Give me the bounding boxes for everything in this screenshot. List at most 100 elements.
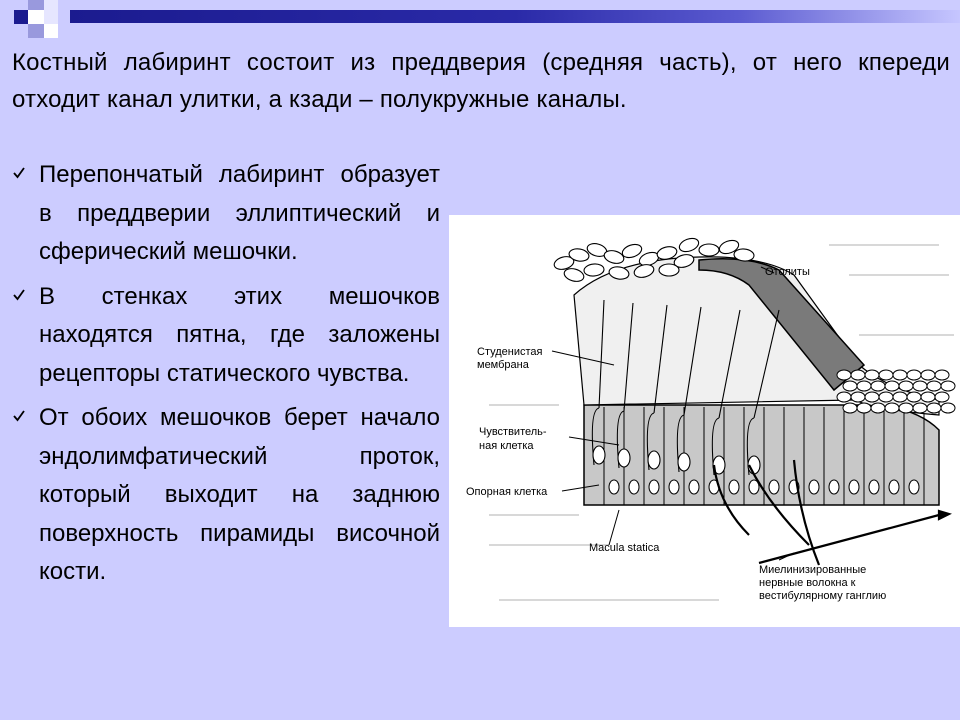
cell-nucleus <box>828 479 840 495</box>
label-fibers-1: Миелинизированные <box>759 564 866 576</box>
otolith-crystal <box>864 369 880 381</box>
otolith-crystal <box>912 380 928 392</box>
sensory-nucleus <box>592 445 606 465</box>
cell-nucleus <box>628 479 640 495</box>
otolith-crystal <box>856 380 872 392</box>
cell-nucleus <box>808 479 820 495</box>
title-bar <box>70 10 960 23</box>
otolith-crystal <box>898 402 914 414</box>
otolith-crystal <box>878 391 894 403</box>
cell-nucleus <box>668 479 680 495</box>
otolith-crystal <box>608 266 630 280</box>
bullet-item: От обоих мешочков берет начало эндолимфа… <box>10 399 440 592</box>
otolith-crystal <box>842 402 858 414</box>
otolith-crystal <box>892 369 908 381</box>
cell-nucleus <box>688 479 700 495</box>
label-otoliths: Отолиты <box>765 266 810 278</box>
label-support-cell: Опорная клетка <box>466 486 548 498</box>
kinocilium <box>653 304 668 414</box>
otolith-crystal <box>934 369 950 381</box>
otolith-crystal <box>878 369 894 381</box>
bullet-item: Перепончатый лабиринт образует в преддве… <box>10 156 440 272</box>
bullet-text: От обоих мешочков берет начало эндолимфа… <box>39 404 440 585</box>
cell-nucleus <box>908 479 920 495</box>
otolith-crystal <box>912 402 928 414</box>
cell-nucleus <box>868 479 880 495</box>
otolith-crystal <box>898 380 914 392</box>
cell-nucleus <box>768 479 780 495</box>
otolith-crystal <box>934 391 950 403</box>
otolith-crystal <box>884 402 900 414</box>
otolith-slab <box>698 258 866 392</box>
otolith-crystal <box>658 263 680 277</box>
label-fibers-2: нервные волокна к <box>759 577 856 589</box>
kinocilium <box>683 306 702 416</box>
kinocilium <box>718 309 741 419</box>
label-macula: Macula statica <box>589 542 660 554</box>
kinocilium <box>598 299 605 409</box>
otolith-crystal <box>698 243 720 257</box>
macula-illustration: Отолиты Студенистая мембрана Чувствитель… <box>466 237 956 602</box>
otolith-crystal <box>583 263 605 277</box>
otolith-crystal <box>856 402 872 414</box>
label-fibers-3: вестибулярному ганглию <box>759 590 886 602</box>
label-sensory-cell-1: Чувствитель- <box>479 426 547 438</box>
cell-nucleus <box>648 479 660 495</box>
macula-diagram: Отолиты Студенистая мембрана Чувствитель… <box>449 215 960 627</box>
otolith-crystal <box>850 369 866 381</box>
otolith-crystal <box>836 369 852 381</box>
bullet-item: В стенках этих мешочков находятся пятна,… <box>10 278 440 394</box>
otolith-crystal <box>733 248 755 262</box>
otolith-crystal <box>633 264 655 278</box>
otolith-crystal <box>940 380 956 392</box>
label-sensory-cell-2: ная клетка <box>479 440 534 452</box>
cell-nucleus <box>608 479 620 495</box>
otolith-crystal <box>864 391 880 403</box>
checkmark-icon <box>13 167 25 179</box>
otolith-crystal <box>718 239 740 255</box>
otolith-crystal <box>673 254 695 268</box>
sensory-nucleus <box>647 450 661 470</box>
bullet-text: В стенках этих мешочков находятся пятна,… <box>39 282 440 387</box>
cell-layer <box>583 404 940 506</box>
checkmark-icon <box>13 410 25 422</box>
kinocilium <box>623 302 634 412</box>
otolith-crystal <box>568 248 590 262</box>
sensory-nucleus <box>712 455 726 475</box>
otolith-crystal <box>553 256 575 270</box>
otolith-crystal <box>906 391 922 403</box>
otolith-crystal <box>603 250 625 264</box>
label-gel-membrane-2: мембрана <box>477 359 530 371</box>
otolith-crystal <box>870 402 886 414</box>
otolith-crystal <box>884 380 900 392</box>
background-texture <box>489 244 954 601</box>
bullet-list: Перепончатый лабиринт образует в преддве… <box>10 156 440 598</box>
otolith-crystal <box>926 402 942 414</box>
otolith-crystal <box>906 369 922 381</box>
otolith-crystal <box>563 268 585 282</box>
leader-lines <box>551 266 795 561</box>
cell-nucleus <box>848 479 860 495</box>
otolith-crystal <box>842 380 858 392</box>
otolith-crystal <box>621 243 643 259</box>
otolith-crystal <box>850 391 866 403</box>
otolith-crystal <box>656 246 678 260</box>
otolith-crystals <box>553 237 755 282</box>
otolith-crystal <box>940 402 956 414</box>
checkmark-icon <box>13 288 25 300</box>
kinocilium <box>753 309 780 419</box>
bullet-text: Перепончатый лабиринт образует в преддве… <box>39 161 440 265</box>
intro-paragraph: Костный лабиринт состоит из преддверия (… <box>12 49 950 113</box>
cell-nucleus <box>748 479 760 495</box>
cell-nucleus <box>728 479 740 495</box>
sensory-nucleus <box>617 448 631 468</box>
label-gel-membrane-1: Студенистая <box>477 346 543 358</box>
sensory-nucleus <box>677 452 691 472</box>
otolith-crystal <box>892 391 908 403</box>
cell-nucleus <box>888 479 900 495</box>
otolith-crystal <box>920 391 936 403</box>
otolith-crystal <box>870 380 886 392</box>
otolith-crystal <box>920 369 936 381</box>
corner-decoration <box>14 0 58 38</box>
otolith-crystal <box>678 237 700 253</box>
